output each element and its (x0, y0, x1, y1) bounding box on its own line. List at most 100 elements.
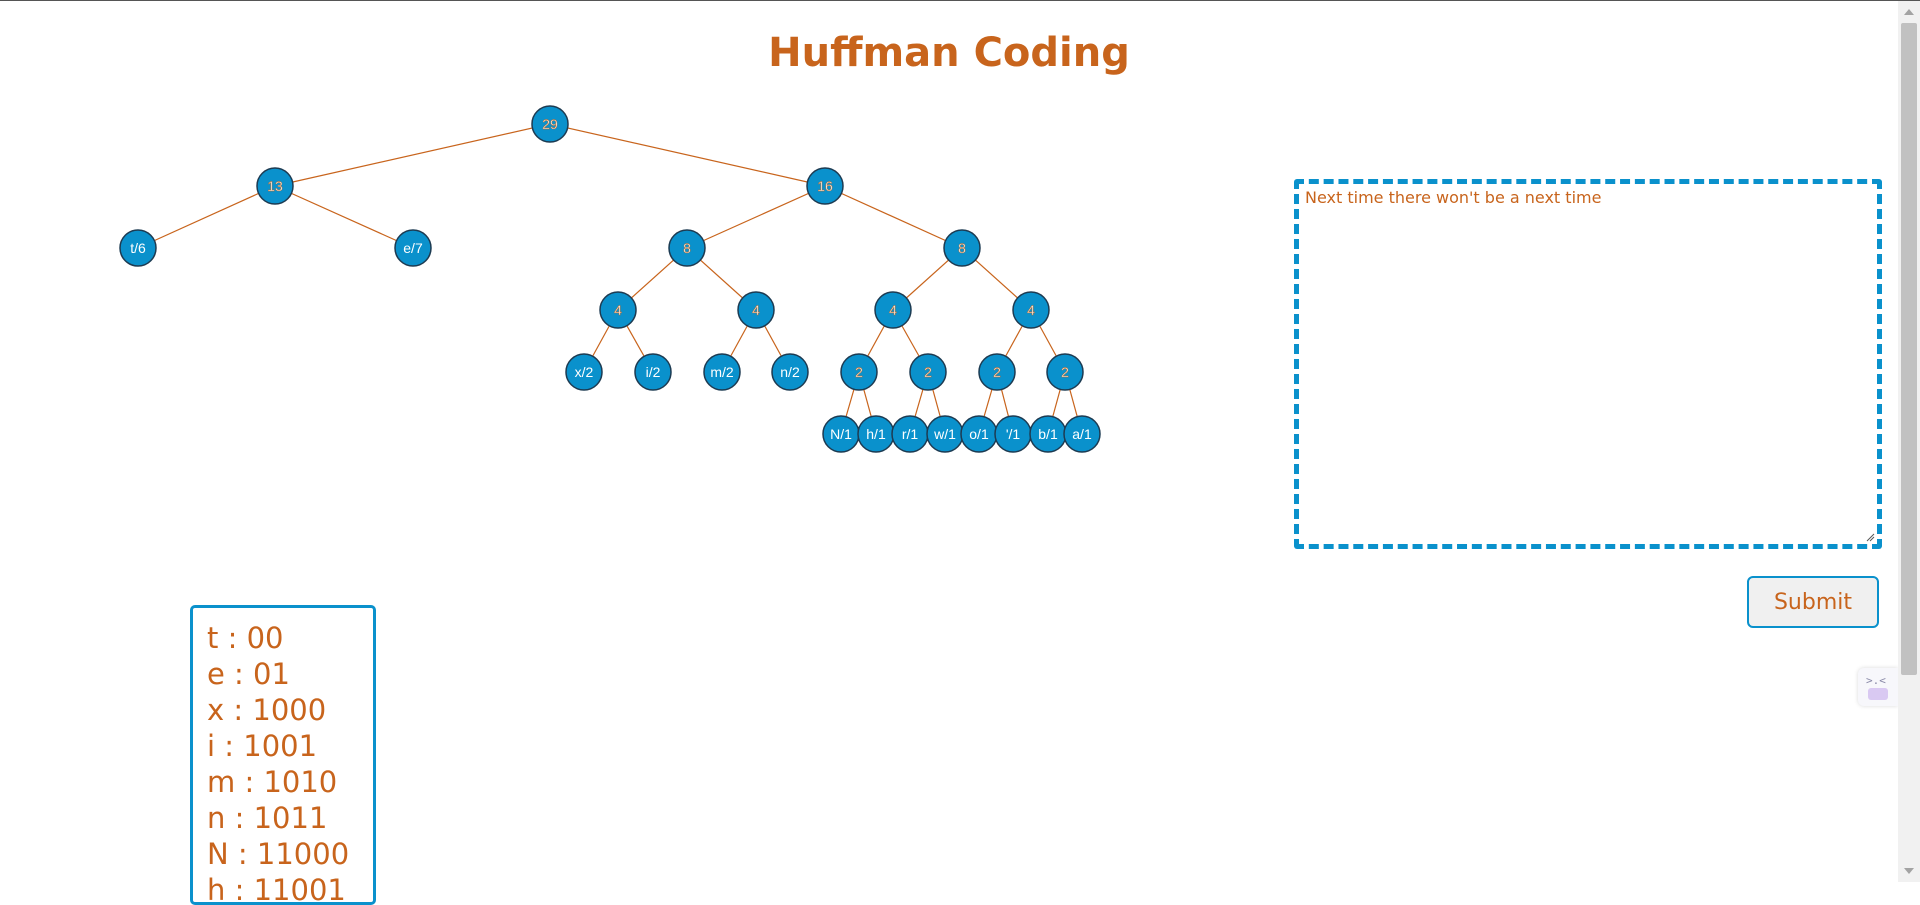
tree-node-circle (737, 291, 775, 329)
tree-node-label: n/2 (780, 364, 800, 380)
tree-node-label: 13 (267, 178, 283, 194)
tree-node-circle (119, 229, 157, 267)
tree-node-circle (668, 229, 706, 267)
tree-node-circle (703, 353, 741, 391)
scroll-down-icon[interactable] (1904, 868, 1914, 874)
tree-node-x: x/2 (565, 353, 603, 391)
tree-node-circle (531, 105, 569, 143)
tree-node-b: b/1 (1029, 415, 1067, 453)
tree-node-h: h/1 (857, 415, 895, 453)
tree-node-a: a/1 (1063, 415, 1101, 453)
tree-node-N: N/1 (822, 415, 860, 453)
tree-node-label: '/1 (1006, 426, 1021, 442)
tree-node-circle (1012, 291, 1050, 329)
tree-node-circle (565, 353, 603, 391)
tree-node-n8a: 8 (668, 229, 706, 267)
tree-edge (274, 123, 551, 187)
tree-node-r: r/1 (891, 415, 929, 453)
tree-node-label: 4 (889, 302, 897, 318)
vertical-scrollbar[interactable] (1898, 1, 1920, 882)
tree-node-circle (599, 291, 637, 329)
tree-node-label: 2 (993, 364, 1001, 380)
tree-node-o: o/1 (960, 415, 998, 453)
tree-node-circle (1063, 415, 1101, 453)
tree-edge (686, 185, 826, 249)
tree-node-n2b: 2 (909, 353, 947, 391)
code-row: t : 00 (207, 621, 284, 655)
tree-node-n13: 13 (256, 167, 294, 205)
tree-node-n29: 29 (531, 105, 569, 143)
tree-node-label: t/6 (130, 240, 146, 256)
tree-node-n16: 16 (806, 167, 844, 205)
tree-node-n4d: 4 (1012, 291, 1050, 329)
tree-node-label: x/2 (575, 364, 594, 380)
code-row: h : 11001 (207, 873, 346, 905)
tree-node-label: o/1 (969, 426, 989, 442)
tree-node-label: N/1 (830, 426, 852, 442)
tree-node-circle (806, 167, 844, 205)
extension-widget[interactable]: >.< (1858, 668, 1898, 706)
tree-node-label: 2 (855, 364, 863, 380)
tree-node-n: n/2 (771, 353, 809, 391)
scroll-up-icon[interactable] (1904, 9, 1914, 15)
tree-node-w: w/1 (926, 415, 964, 453)
top-border (0, 0, 1920, 1)
tree-node-circle (634, 353, 672, 391)
tree-node-circle (909, 353, 947, 391)
tree-node-circle (978, 353, 1016, 391)
code-table: t : 00 e : 01 x : 1000 i : 1001 m : 1010… (190, 605, 376, 905)
tree-node-label: i/2 (646, 364, 661, 380)
extension-badge (1868, 688, 1888, 700)
tree-node-label: 2 (1061, 364, 1069, 380)
tree-node-n2d: 2 (1046, 353, 1084, 391)
tree-node-label: a/1 (1072, 426, 1092, 442)
tree-node-circle (874, 291, 912, 329)
tree-node-circle (840, 353, 878, 391)
code-row: m : 1010 (207, 765, 338, 799)
tree-node-label: h/1 (866, 426, 886, 442)
tree-node-label: 16 (817, 178, 833, 194)
submit-button[interactable]: Submit (1747, 576, 1879, 628)
tree-node-n4b: 4 (737, 291, 775, 329)
tree-node-label: 4 (614, 302, 622, 318)
tree-node-e: e/7 (394, 229, 432, 267)
code-row: x : 1000 (207, 693, 327, 727)
tree-node-circle (394, 229, 432, 267)
tree-node-label: 8 (683, 240, 691, 256)
tree-node-circle (256, 167, 294, 205)
tree-edge (137, 185, 276, 249)
tree-node-label: 29 (542, 116, 558, 132)
scrollbar-thumb[interactable] (1901, 23, 1917, 675)
text-input-box[interactable] (1294, 179, 1882, 549)
page-title: Huffman Coding (768, 30, 1130, 76)
tree-node-n2a: 2 (840, 353, 878, 391)
tree-node-label: b/1 (1038, 426, 1058, 442)
tree-node-n4a: 4 (599, 291, 637, 329)
tree-node-m: m/2 (703, 353, 741, 391)
code-row: n : 1011 (207, 801, 328, 835)
tree-edge (824, 185, 963, 249)
code-row: N : 11000 (207, 837, 350, 871)
code-row: e : 01 (207, 657, 290, 691)
code-row: i : 1001 (207, 729, 318, 763)
tree-node-i: i/2 (634, 353, 672, 391)
tree-node-n8b: 8 (943, 229, 981, 267)
tree-node-label: 4 (1027, 302, 1035, 318)
tree-node-label: 2 (924, 364, 932, 380)
tree-node-label: 4 (752, 302, 760, 318)
tree-node-label: r/1 (902, 426, 919, 442)
tree-node-label: 8 (958, 240, 966, 256)
tree-node-circle (1046, 353, 1084, 391)
resize-grip-icon[interactable] (1865, 532, 1875, 542)
tree-node-circle (771, 353, 809, 391)
extension-icon: >.< (1866, 674, 1886, 687)
text-input[interactable] (1299, 184, 1877, 544)
tree-node-t: t/6 (119, 229, 157, 267)
tree-node-label: m/2 (710, 364, 734, 380)
tree-node-label: e/7 (403, 240, 423, 256)
tree-edge (549, 123, 826, 187)
tree-node-n4c: 4 (874, 291, 912, 329)
tree-node-apos: '/1 (994, 415, 1032, 453)
tree-node-circle (943, 229, 981, 267)
huffman-tree: 29 13 16 t/6 e/7 8 8 4 4 4 4 x/2 i/2 m/2 n/2 2 2 2 2N/1 h/1… (119, 105, 1101, 453)
